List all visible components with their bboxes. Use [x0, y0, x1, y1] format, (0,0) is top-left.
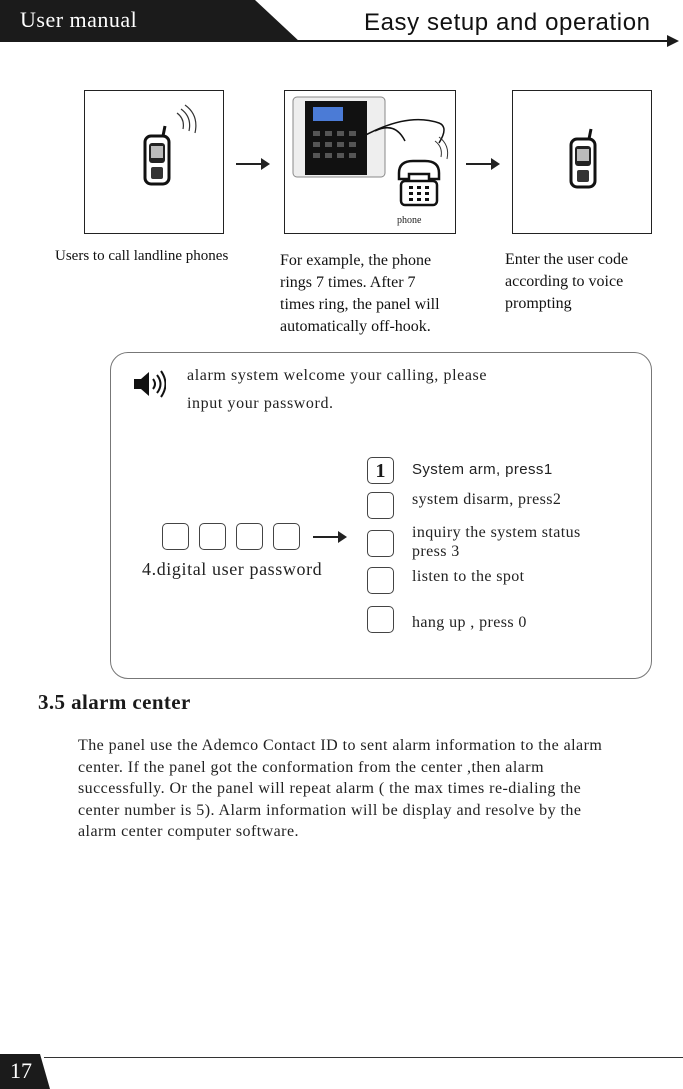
key-3: [367, 530, 394, 557]
caption-line: rings 7 times. After 7: [280, 274, 416, 291]
option-status-press: press 3: [412, 543, 460, 560]
paragraph-line: successfully. Or the panel will repeat a…: [78, 780, 582, 797]
page-number: 17: [10, 1058, 32, 1083]
key-1: 1: [367, 457, 394, 484]
flow-arrow-icon: [236, 158, 270, 170]
footer-tab: [0, 1054, 50, 1089]
header-arrow-icon: [667, 35, 679, 47]
voice-menu-panel: [110, 352, 652, 679]
greeting-line: input your password.: [187, 395, 334, 412]
caption-line: times ring, the panel will: [280, 296, 440, 313]
step2-caption: For example, the phone rings 7 times. Af…: [280, 250, 440, 338]
caption-line: Enter the user code: [505, 251, 629, 268]
mobile-phone-icon: [143, 104, 197, 186]
paragraph-line: center. If the panel got the conformatio…: [78, 758, 544, 776]
password-label: 4.digital user password: [142, 559, 323, 579]
option-hangup: hang up , press 0: [412, 614, 527, 631]
greeting-line: alarm system welcome your calling, pleas…: [187, 367, 488, 384]
paragraph-line: center number is 5). Alarm information w…: [78, 801, 582, 819]
paragraph-line: alarm center computer software.: [78, 823, 299, 840]
step1-caption: Users to call landline phones: [55, 248, 229, 264]
password-digit-box: [199, 523, 226, 550]
header-rule: [0, 40, 670, 42]
arrow-right-icon: [313, 531, 347, 543]
option-arm: System arm, press1: [412, 461, 553, 478]
speaker-icon: [134, 370, 166, 398]
key-0: [367, 606, 394, 633]
mobile-phone-figure: [512, 90, 652, 234]
caption-line: For example, the phone: [280, 252, 432, 269]
alarm-panel-figure: phone: [284, 90, 456, 234]
mobile-phone-icon: [569, 128, 597, 189]
mobile-phone-figure: [84, 90, 224, 234]
section-paragraph: The panel use the Ademco Contact ID to s…: [78, 735, 678, 843]
manual-title: User manual: [20, 7, 138, 32]
header-tab: [0, 0, 300, 42]
alarm-panel-icon: [292, 96, 449, 207]
footer-rule: [44, 1057, 683, 1058]
phone-label: phone: [397, 215, 422, 226]
voice-greeting: alarm system welcome your calling, pleas…: [187, 362, 487, 418]
option-listen: listen to the spot: [412, 568, 525, 585]
step3-caption: Enter the user code according to voice p…: [505, 249, 628, 315]
key-2: [367, 492, 394, 519]
key-4: [367, 567, 394, 594]
caption-line: according to voice: [505, 273, 624, 290]
section-heading: Easy setup and operation: [364, 9, 651, 36]
caption-line: prompting: [505, 295, 572, 312]
paragraph-line: The panel use the Ademco Contact ID to s…: [78, 737, 603, 754]
password-digit-box: [273, 523, 300, 550]
password-digit-box: [162, 523, 189, 550]
option-status: inquiry the system status: [412, 524, 581, 541]
password-digit-box: [236, 523, 263, 550]
flow-arrow-icon: [466, 158, 500, 170]
option-disarm: system disarm, press2: [412, 491, 562, 508]
caption-line: automatically off-hook.: [280, 318, 431, 335]
section-title: 3.5 alarm center: [38, 690, 191, 714]
